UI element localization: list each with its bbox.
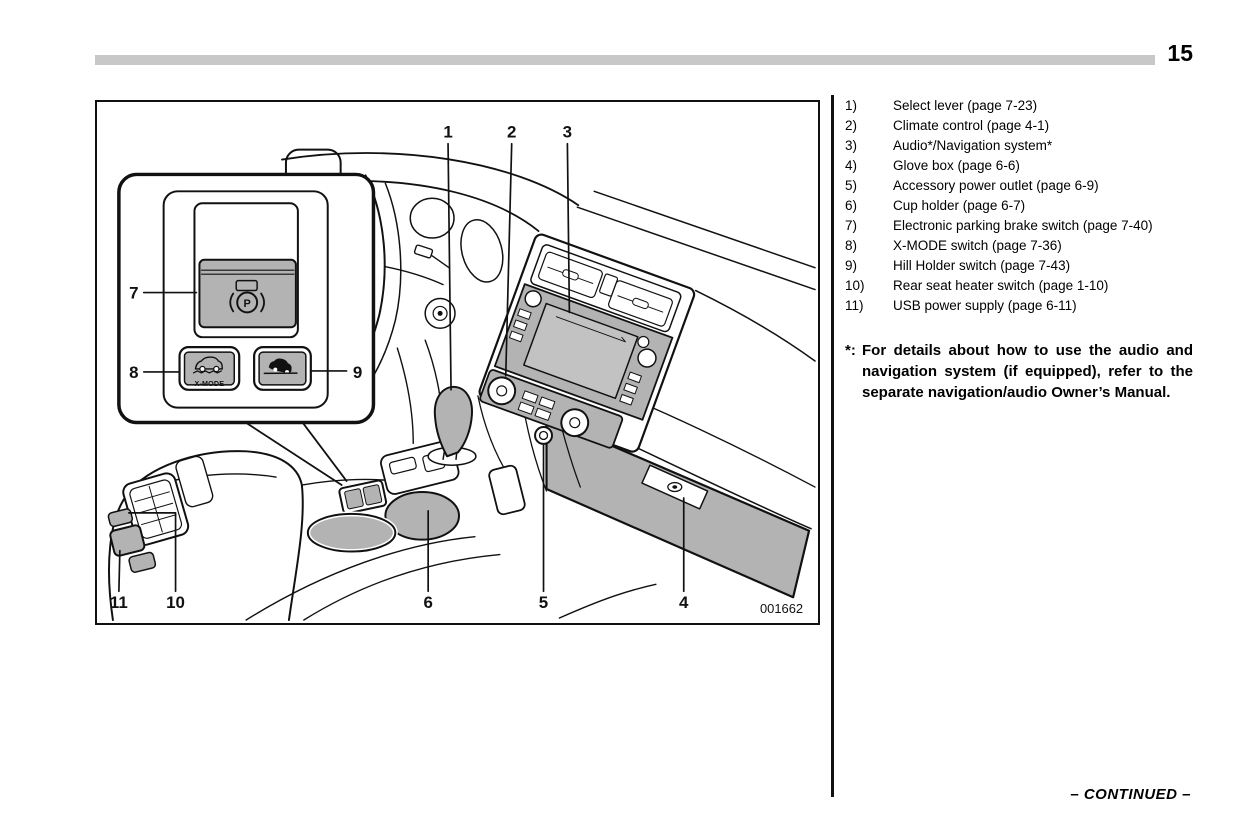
legend-item-label: USB power supply (page 6-11) xyxy=(893,298,1077,313)
rear-seat-heater-switch xyxy=(107,508,134,528)
legend-item: 11) USB power supply (page 6-11) xyxy=(845,296,1197,316)
legend-item-label: Rear seat heater switch (page 1-10) xyxy=(893,278,1109,293)
x-mode-switch xyxy=(178,346,241,391)
callout-7: 7 xyxy=(129,284,138,303)
dashboard-art xyxy=(107,142,816,622)
hill-holder-icon xyxy=(263,358,298,375)
parking-brake-switch xyxy=(193,202,299,339)
climate-control-panel xyxy=(479,369,624,449)
inset-panel xyxy=(117,172,376,425)
legend-item-number: 11) xyxy=(845,298,864,313)
console-tray xyxy=(338,479,388,515)
air-vents xyxy=(538,251,673,327)
x-mode-icon xyxy=(192,356,224,374)
callout-9: 9 xyxy=(353,363,362,382)
page-number: 15 xyxy=(1167,40,1193,66)
callout-8: 8 xyxy=(129,363,138,382)
gauge xyxy=(409,197,455,239)
brake-indicator-icon xyxy=(235,279,258,292)
legend-item: 7) Electronic parking brake switch (page … xyxy=(845,216,1197,236)
legend-list: 1) Select lever (page 7-23) 2) Climate con… xyxy=(845,96,1197,316)
parking-symbol-label: P xyxy=(244,298,251,310)
legend-item-label: Hill Holder switch (page 7-43) xyxy=(893,258,1071,273)
callout-2: 2 xyxy=(507,123,516,142)
center-stack xyxy=(478,233,696,453)
legend-item-label: Accessory power outlet (page 6-9) xyxy=(893,178,1099,193)
legend-item-number: 1) xyxy=(845,98,858,113)
legend-item-number: 8) xyxy=(845,238,858,253)
legend-item-label: Select lever (page 7-23) xyxy=(893,98,1038,113)
legend-item-label: Glove box (page 6-6) xyxy=(893,158,1020,173)
callout-5: 5 xyxy=(539,593,548,612)
callout-11: 11 xyxy=(110,593,128,612)
steering-wheel xyxy=(284,148,444,445)
figure-texts: 1 2 3 7 8 9 11 10 6 5 4 P X-MODE 001662 xyxy=(110,123,803,616)
legend-item-number: 4) xyxy=(845,158,858,173)
legend-item: 8) X-MODE switch (page 7-36) xyxy=(845,236,1197,256)
x-mode-label: X-MODE xyxy=(194,380,224,388)
legend-item-number: 5) xyxy=(845,178,858,193)
legend-item-number: 7) xyxy=(845,218,858,233)
cup-holder xyxy=(305,491,460,555)
legend-item-number: 2) xyxy=(845,118,858,133)
legend-item-label: Cup holder (page 6-7) xyxy=(893,198,1026,213)
audio-navigation-unit xyxy=(493,283,674,421)
select-lever xyxy=(427,385,477,466)
legend-item: 3) Audio*/Navigation system* xyxy=(845,136,1197,156)
ignition-knob xyxy=(424,297,456,330)
legend-item: 5) Accessory power outlet (page 6-9) xyxy=(845,176,1197,196)
legend-item-label: X-MODE switch (page 7-36) xyxy=(893,238,1062,253)
legend-item-number: 10) xyxy=(845,278,865,293)
console-pocket xyxy=(488,464,526,516)
continued-label: – CONTINUED – xyxy=(1070,786,1191,803)
legend-item-label: Audio*/Navigation system* xyxy=(893,138,1053,153)
nav-screen xyxy=(523,302,639,400)
usb-power-supply xyxy=(109,524,157,573)
hill-holder-switch xyxy=(253,346,312,391)
legend-item: 4) Glove box (page 6-6) xyxy=(845,156,1197,176)
legend-item: 9) Hill Holder switch (page 7-43) xyxy=(845,256,1197,276)
legend-item: 1) Select lever (page 7-23) xyxy=(845,96,1197,116)
glove-box xyxy=(545,416,811,599)
legend-item-number: 6) xyxy=(845,198,858,213)
callout-10: 10 xyxy=(166,593,185,612)
legend-item-label: Electronic parking brake switch (page 7-… xyxy=(893,218,1153,233)
callout-4: 4 xyxy=(679,593,689,612)
legend-item: 2) Climate control (page 4-1) xyxy=(845,116,1197,136)
inset-leader-lines xyxy=(142,291,348,373)
interior-diagram: 1 2 3 7 8 9 11 10 6 5 4 P X-MODE 001662 xyxy=(107,123,816,622)
legend-item-label: Climate control (page 4-1) xyxy=(893,118,1050,133)
figure-code: 001662 xyxy=(760,601,803,616)
column-separator xyxy=(831,95,834,797)
gauge-hood xyxy=(460,219,504,283)
accessory-power-outlet xyxy=(534,426,553,445)
interior-diagram-frame: 1 2 3 7 8 9 11 10 6 5 4 P X-MODE 001662 xyxy=(95,100,820,625)
callout-6: 6 xyxy=(423,593,432,612)
stalk xyxy=(413,244,434,259)
legend-item-number: 3) xyxy=(845,138,858,153)
callout-1: 1 xyxy=(443,123,452,142)
legend-item: 10) Rear seat heater switch (page 1-10) xyxy=(845,276,1197,296)
leader-lines xyxy=(118,142,685,593)
footnote: *: For details about how to use the audi… xyxy=(845,340,1195,403)
legend-item-number: 9) xyxy=(845,258,858,273)
parking-brake-icon xyxy=(229,291,265,314)
legend-item: 6) Cup holder (page 6-7) xyxy=(845,196,1197,216)
footnote-marker: *: xyxy=(845,342,856,359)
header-bar xyxy=(95,55,1155,65)
callout-3: 3 xyxy=(563,123,572,142)
footnote-text: For details about how to use the audio a… xyxy=(862,342,1193,401)
